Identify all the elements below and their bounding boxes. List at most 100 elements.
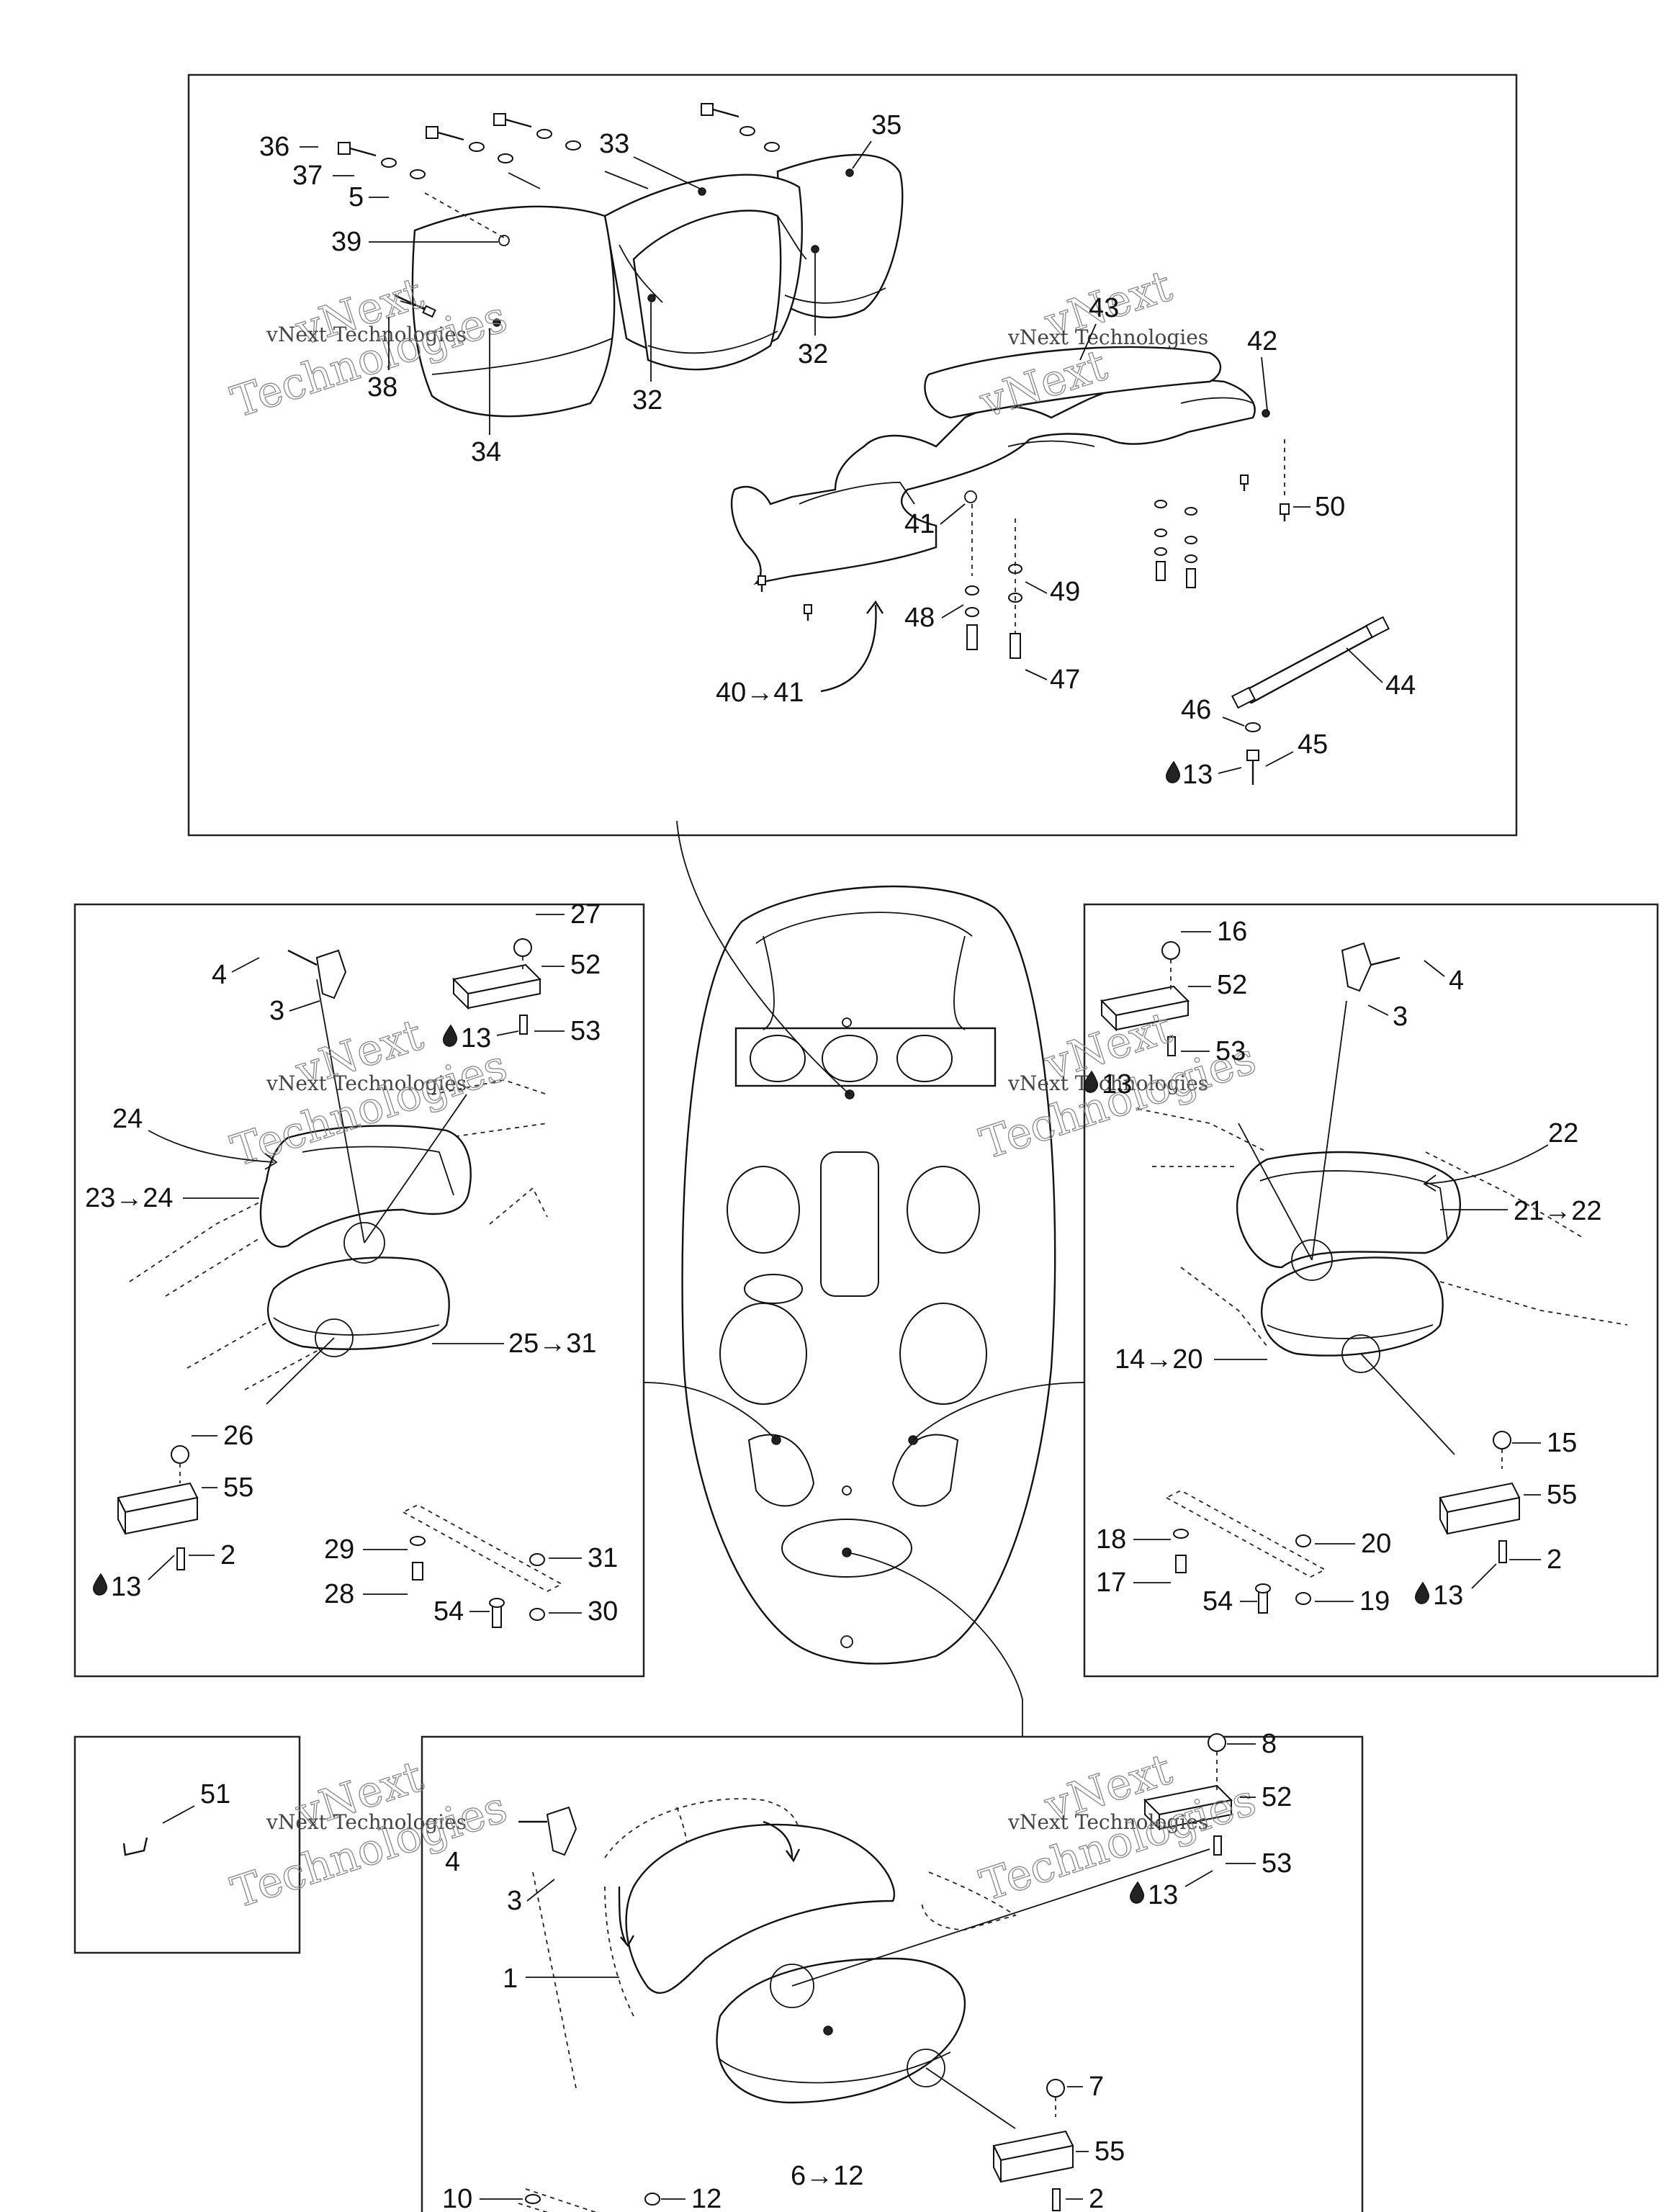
svg-text:vNext Technologies: vNext Technologies xyxy=(1007,1071,1208,1095)
callout-31: 31 xyxy=(588,1543,618,1573)
callout-27: 27 xyxy=(570,899,601,930)
callout-49: 49 xyxy=(1050,577,1080,607)
seat-base xyxy=(730,346,1390,785)
bottom-labels: 51 8 52 4 3 53 13 1 7 55 6→12 10 12 2 xyxy=(162,1729,1292,2212)
callout-2: 2 xyxy=(1089,2184,1104,2212)
callout-8: 8 xyxy=(1262,1729,1277,1759)
callout-36: 36 xyxy=(259,132,289,162)
callout-51: 51 xyxy=(200,1779,230,1809)
callout-3: 3 xyxy=(1393,1002,1408,1032)
svg-text:vNext Technologies: vNext Technologies xyxy=(1007,325,1208,349)
callout-30: 30 xyxy=(588,1596,618,1627)
top-frame xyxy=(187,73,1518,837)
callout-48: 48 xyxy=(904,603,935,633)
callout-3: 3 xyxy=(507,1886,522,1916)
callout-19: 19 xyxy=(1359,1586,1390,1617)
drop-icon xyxy=(1166,760,1181,783)
drop-icon xyxy=(1130,1881,1145,1904)
callout-53: 53 xyxy=(1262,1848,1292,1879)
small-frame xyxy=(73,1735,301,1954)
callout-53: 53 xyxy=(570,1016,601,1046)
callout-13-left-a: 13 xyxy=(461,1023,491,1053)
callout-52: 52 xyxy=(1217,970,1247,1000)
right-seat-assembly xyxy=(1100,941,1628,1614)
callout-39: 39 xyxy=(331,227,361,257)
callout-15: 15 xyxy=(1547,1428,1577,1458)
callout-55: 55 xyxy=(223,1473,253,1503)
callout-42: 42 xyxy=(1247,326,1277,356)
top-labels: 36 37 5 39 38 34 32 32 33 35 43 42 41 50… xyxy=(259,110,1416,790)
svg-text:vNext Technologies: vNext Technologies xyxy=(266,323,467,346)
callout-32b: 32 xyxy=(798,339,828,369)
callout-17: 17 xyxy=(1096,1568,1126,1598)
callout-3: 3 xyxy=(269,996,284,1026)
svg-text:vNext Technologies: vNext Technologies xyxy=(266,1810,467,1834)
svg-text:vNext Technologies: vNext Technologies xyxy=(1007,1810,1208,1834)
callout-46: 46 xyxy=(1181,695,1211,725)
seat-cover-assembly xyxy=(411,153,904,418)
callout-2: 2 xyxy=(1547,1545,1562,1575)
left-frame xyxy=(73,903,645,1678)
callout-1: 1 xyxy=(503,1964,518,1994)
drop-icon xyxy=(443,1024,458,1047)
callout-22: 22 xyxy=(1548,1118,1578,1148)
callout-45: 45 xyxy=(1298,729,1328,760)
callout-20: 20 xyxy=(1361,1529,1391,1559)
callout-55: 55 xyxy=(1547,1480,1577,1510)
callout-13-right-a: 13 xyxy=(1102,1069,1132,1100)
bottom-frame xyxy=(421,1735,1364,2212)
callout-2: 2 xyxy=(220,1540,235,1570)
callout-18: 18 xyxy=(1096,1524,1126,1555)
callout-14-20: 14→20 xyxy=(1115,1344,1203,1375)
callout-29: 29 xyxy=(324,1534,354,1565)
callout-47: 47 xyxy=(1050,665,1080,695)
callout-33: 33 xyxy=(599,129,629,159)
callout-53: 53 xyxy=(1215,1036,1246,1066)
callout-34: 34 xyxy=(471,437,501,467)
callout-13-bottom: 13 xyxy=(1148,1880,1178,1910)
hull-top-view xyxy=(643,820,1085,1737)
callout-38: 38 xyxy=(367,372,397,403)
callout-54: 54 xyxy=(433,1596,464,1627)
callout-13-left-b: 13 xyxy=(111,1572,141,1602)
callout-26: 26 xyxy=(223,1421,253,1451)
callout-6-12: 6→12 xyxy=(791,2161,863,2191)
callout-25-31: 25→31 xyxy=(508,1328,597,1359)
callout-52: 52 xyxy=(1262,1782,1292,1812)
callout-32a: 32 xyxy=(632,385,662,415)
callout-44: 44 xyxy=(1385,670,1416,701)
callout-4: 4 xyxy=(212,960,227,990)
svg-text:vNext Technologies: vNext Technologies xyxy=(266,1071,467,1095)
drop-icon xyxy=(1415,1581,1430,1604)
clip-icon xyxy=(122,1837,148,1856)
drop-icon xyxy=(1084,1070,1099,1093)
left-labels: 27 52 4 3 13 53 24 23→24 25→31 26 55 2 1… xyxy=(85,899,618,1627)
callout-50: 50 xyxy=(1315,492,1345,522)
callout-37: 37 xyxy=(292,161,323,191)
callout-35: 35 xyxy=(871,110,902,140)
callout-24: 24 xyxy=(112,1104,143,1134)
drop-icon xyxy=(93,1573,108,1596)
callout-52: 52 xyxy=(570,950,601,980)
callout-41: 41 xyxy=(904,509,935,539)
rear-seat-assembly xyxy=(518,1733,1233,2212)
callout-16: 16 xyxy=(1217,917,1247,947)
callout-55: 55 xyxy=(1094,2136,1125,2167)
right-frame xyxy=(1083,903,1659,1678)
callout-4: 4 xyxy=(1449,966,1464,996)
callout-13-top: 13 xyxy=(1182,760,1213,790)
callout-13-right-b: 13 xyxy=(1433,1581,1463,1611)
left-seat-assembly xyxy=(117,938,563,1628)
callout-40-41: 40→41 xyxy=(716,678,804,708)
callout-4: 4 xyxy=(445,1847,460,1877)
callout-10: 10 xyxy=(442,2184,472,2212)
callout-43: 43 xyxy=(1089,293,1119,323)
callout-54: 54 xyxy=(1202,1586,1233,1617)
right-labels: 16 52 4 3 53 13 22 21→22 14→20 15 55 18 … xyxy=(1084,917,1602,1617)
callout-28: 28 xyxy=(324,1579,354,1609)
callout-21-22: 21→22 xyxy=(1514,1196,1602,1226)
callout-23-24: 23→24 xyxy=(85,1183,174,1213)
callout-12: 12 xyxy=(691,2184,721,2212)
callout-7: 7 xyxy=(1089,2072,1104,2102)
